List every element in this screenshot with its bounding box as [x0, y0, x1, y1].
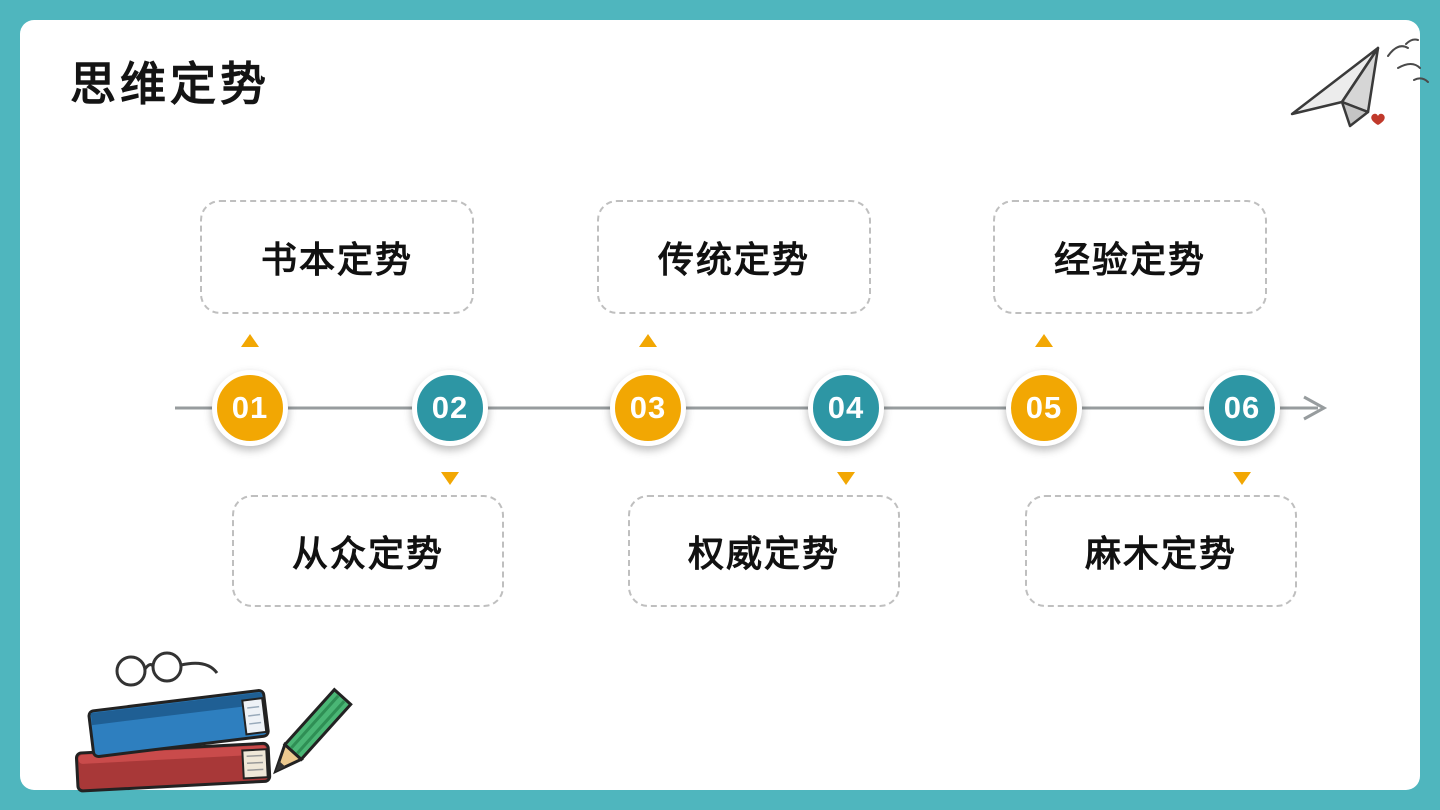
label-box-experience: 经验定势 — [993, 200, 1267, 314]
node-number-3: 03 — [629, 390, 667, 425]
label-text-experience: 经验定势 — [1053, 239, 1206, 280]
node-number-2: 02 — [431, 390, 469, 425]
timeline-node-4: 04 — [808, 370, 884, 446]
arrow-right-icon — [1303, 395, 1328, 421]
timeline-node-5: 05 — [1006, 370, 1082, 446]
glasses-icon — [115, 651, 219, 687]
label-text-tradition: 传统定势 — [657, 239, 810, 280]
label-text-conformity: 从众定势 — [291, 533, 444, 574]
heart-icon — [1371, 113, 1385, 125]
timeline-node-3: 03 — [610, 370, 686, 446]
label-box-conformity: 从众定势 — [232, 495, 504, 607]
label-box-numbness: 麻木定势 — [1025, 495, 1297, 607]
paper-plane-icon — [1290, 38, 1429, 128]
page-title: 思维定势 — [70, 58, 270, 110]
triangle-down-icon — [837, 472, 855, 485]
triangle-up-icon — [639, 334, 657, 347]
triangle-up-icon — [241, 334, 259, 347]
node-number-1: 01 — [231, 390, 269, 425]
node-number-6: 06 — [1223, 390, 1261, 425]
node-number-5: 05 — [1025, 390, 1063, 425]
timeline-line — [175, 395, 1328, 421]
triangle-down-icon — [1233, 472, 1251, 485]
timeline-node-1: 01 — [212, 370, 288, 446]
label-box-book: 书本定势 — [200, 200, 474, 314]
triangle-down-icon — [441, 472, 459, 485]
pencil-icon — [273, 687, 353, 775]
node-number-4: 04 — [827, 390, 865, 425]
label-box-tradition: 传统定势 — [597, 200, 871, 314]
triangle-up-icon — [1035, 334, 1053, 347]
label-box-authority: 权威定势 — [628, 495, 900, 607]
label-text-authority: 权威定势 — [687, 533, 840, 574]
slide-card: 思维定势 书本定势 传统定势 经验定势 从众定势 权威定势 麻 — [20, 20, 1429, 793]
label-text-numbness: 麻木定势 — [1084, 533, 1237, 574]
timeline-node-6: 06 — [1204, 370, 1280, 446]
books-pencil-icon — [74, 651, 353, 793]
label-text-book: 书本定势 — [260, 239, 413, 280]
timeline-node-2: 02 — [412, 370, 488, 446]
